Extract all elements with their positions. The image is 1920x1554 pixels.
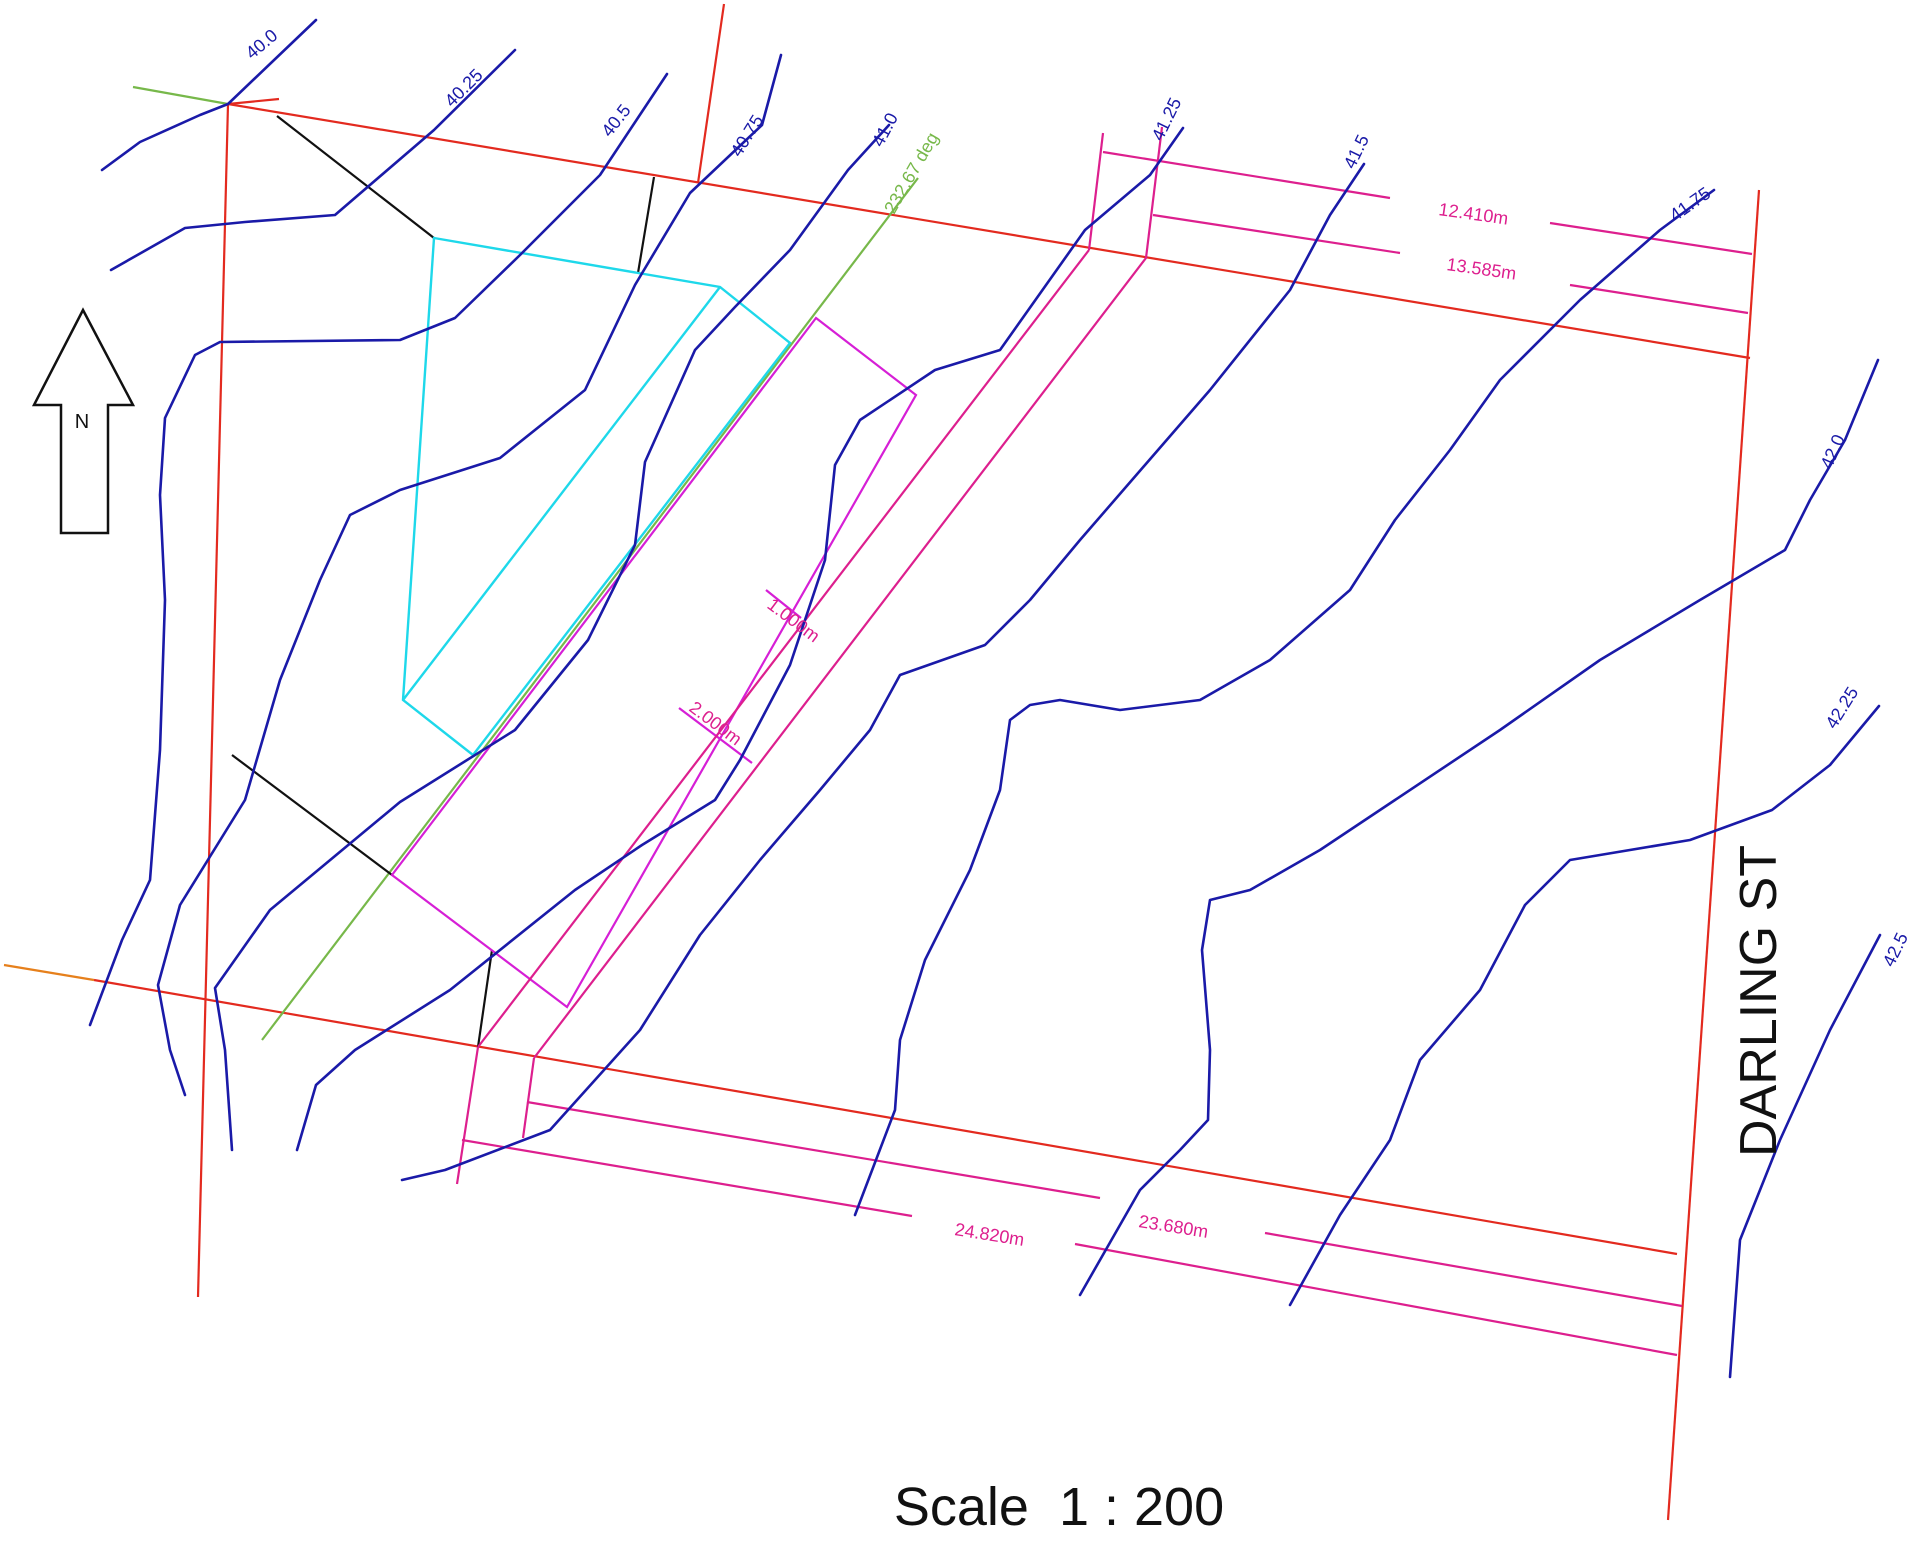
contour-label: 41.25: [1148, 94, 1186, 143]
contour-41-0: [213, 123, 891, 1152]
north-arrow-label: N: [75, 411, 89, 433]
contour-41-25: [295, 126, 1185, 1152]
contour-40-0: [100, 18, 318, 172]
contour-label: 42.5: [1879, 929, 1912, 969]
contour-label: 41.5: [1340, 131, 1373, 171]
street-name: DARLING ST: [1730, 845, 1788, 1157]
dimension-label-top-outer: 13.585m: [1445, 254, 1517, 284]
contour-label: 42.25: [1821, 683, 1862, 732]
bearing-line: [261, 177, 919, 1041]
contour-label: 40.75: [726, 111, 767, 160]
contour-label: 40.5: [597, 101, 634, 141]
contours: [88, 18, 1882, 1379]
dimension-label-top-inner: 12.410m: [1437, 199, 1509, 229]
dimension-label-bottom-outer: 24.820m: [953, 1219, 1025, 1250]
contour-41-5: [400, 162, 1366, 1182]
contour-42-25: [1288, 704, 1881, 1307]
contour-40-25: [109, 48, 517, 272]
scale-text: Scale 1 : 200: [894, 1477, 1224, 1537]
site-boundary: [93, 3, 1761, 1521]
contour-40-5: [88, 72, 669, 1027]
dimension-label-offset-large: 2.000m: [686, 697, 746, 749]
contour-label: 41.0: [868, 110, 902, 150]
contour-label: 42.0: [1816, 431, 1849, 471]
contour-label: 40.25: [441, 65, 487, 111]
boundary-extension-south: [3, 963, 95, 982]
existing-building: [401, 236, 792, 757]
contour-label: 41.75: [1666, 183, 1714, 225]
boundary-extension-north: [132, 85, 229, 106]
dimension-label-offset-small: 1.000m: [764, 594, 824, 646]
dimension-lines: [455, 126, 1753, 1357]
contour-40-75: [156, 53, 783, 1097]
connector-lines: [231, 115, 656, 1048]
contour-41-75: [853, 188, 1716, 1217]
dimension-label-bottom-inner: 23.680m: [1137, 1211, 1209, 1242]
contour-42-0: [1078, 358, 1880, 1297]
north-arrow-icon: N: [31, 307, 136, 535]
dimension-labels: 12.410m 13.585m 23.680m 24.820m 1.000m 2…: [686, 199, 1518, 1250]
contour-42-5: [1728, 933, 1882, 1379]
contour-labels: 40.0 40.25 40.5 40.75 41.0 41.25 41.5 41…: [242, 25, 1912, 970]
